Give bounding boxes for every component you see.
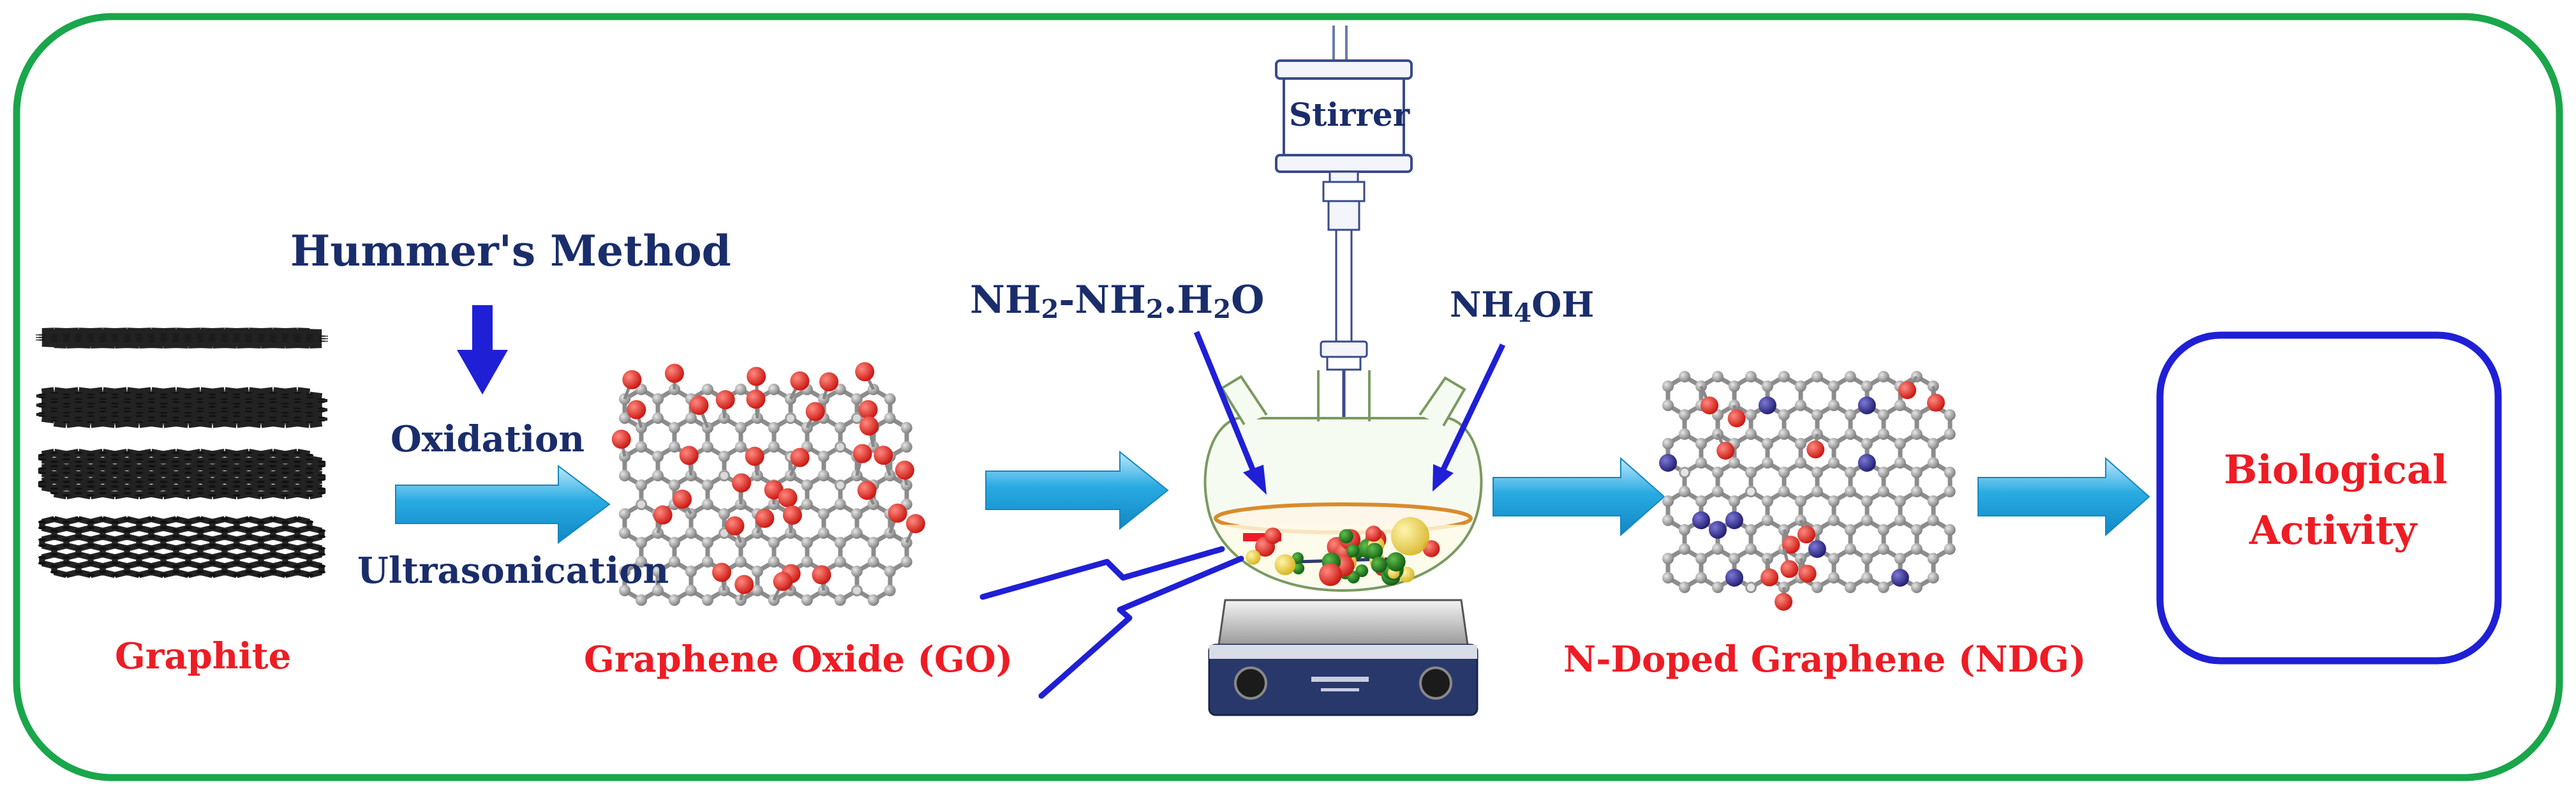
hydrazine-label: NH2-NH2.H2O xyxy=(970,281,1264,322)
hydrazine-sub-b: 2 xyxy=(1146,294,1164,324)
process-arrow-1 xyxy=(396,466,609,543)
graphite-label: Graphite xyxy=(115,638,291,674)
process-arrow-2 xyxy=(986,452,1168,529)
graphite-layer-3 xyxy=(38,451,325,497)
ammonia-part-a: NH xyxy=(1450,284,1514,325)
activity-label: Activity xyxy=(2249,511,2416,550)
ammonia-label: NH4OH xyxy=(1450,287,1594,326)
hydrazine-part-c: .H xyxy=(1164,278,1214,322)
hydrazine-sub-a: 2 xyxy=(1041,294,1059,324)
ndg-label: N-Doped Graphene (NDG) xyxy=(1563,642,2086,677)
graphite-layer-4 xyxy=(38,517,325,576)
graphene-oxide-label: Graphene Oxide (GO) xyxy=(584,642,1013,677)
ammonia-part-b: OH xyxy=(1531,284,1594,325)
hydrazine-part-a: NH xyxy=(970,278,1041,322)
down-arrow-icon xyxy=(457,305,508,395)
tubing-leads xyxy=(983,549,1241,696)
graphite-layer-2 xyxy=(38,392,325,423)
hydrazine-part-d: O xyxy=(1231,278,1264,322)
process-arrow-4 xyxy=(1978,458,2149,535)
oxidation-label: Oxidation xyxy=(391,421,584,457)
process-arrow-3 xyxy=(1493,458,1664,535)
ammonia-sub-a: 4 xyxy=(1514,298,1531,328)
hydrazine-sub-c: 2 xyxy=(1213,294,1231,324)
graphite-layer-1 xyxy=(38,334,325,342)
ultrasonication-label: Ultrasonication xyxy=(357,553,669,589)
n-doped-graphene-sheet-icon xyxy=(1659,371,1956,611)
biological-label: Biological xyxy=(2224,450,2448,490)
hotplate-stirrer-icon xyxy=(1209,600,1477,715)
stirrer-label: Stirrer xyxy=(1289,99,1410,131)
biological-activity-box xyxy=(2160,335,2498,661)
hummers-method-label: Hummer's Method xyxy=(290,230,731,272)
graphite-layers-icon xyxy=(38,334,325,576)
hydrazine-part-b: -NH xyxy=(1059,278,1145,322)
